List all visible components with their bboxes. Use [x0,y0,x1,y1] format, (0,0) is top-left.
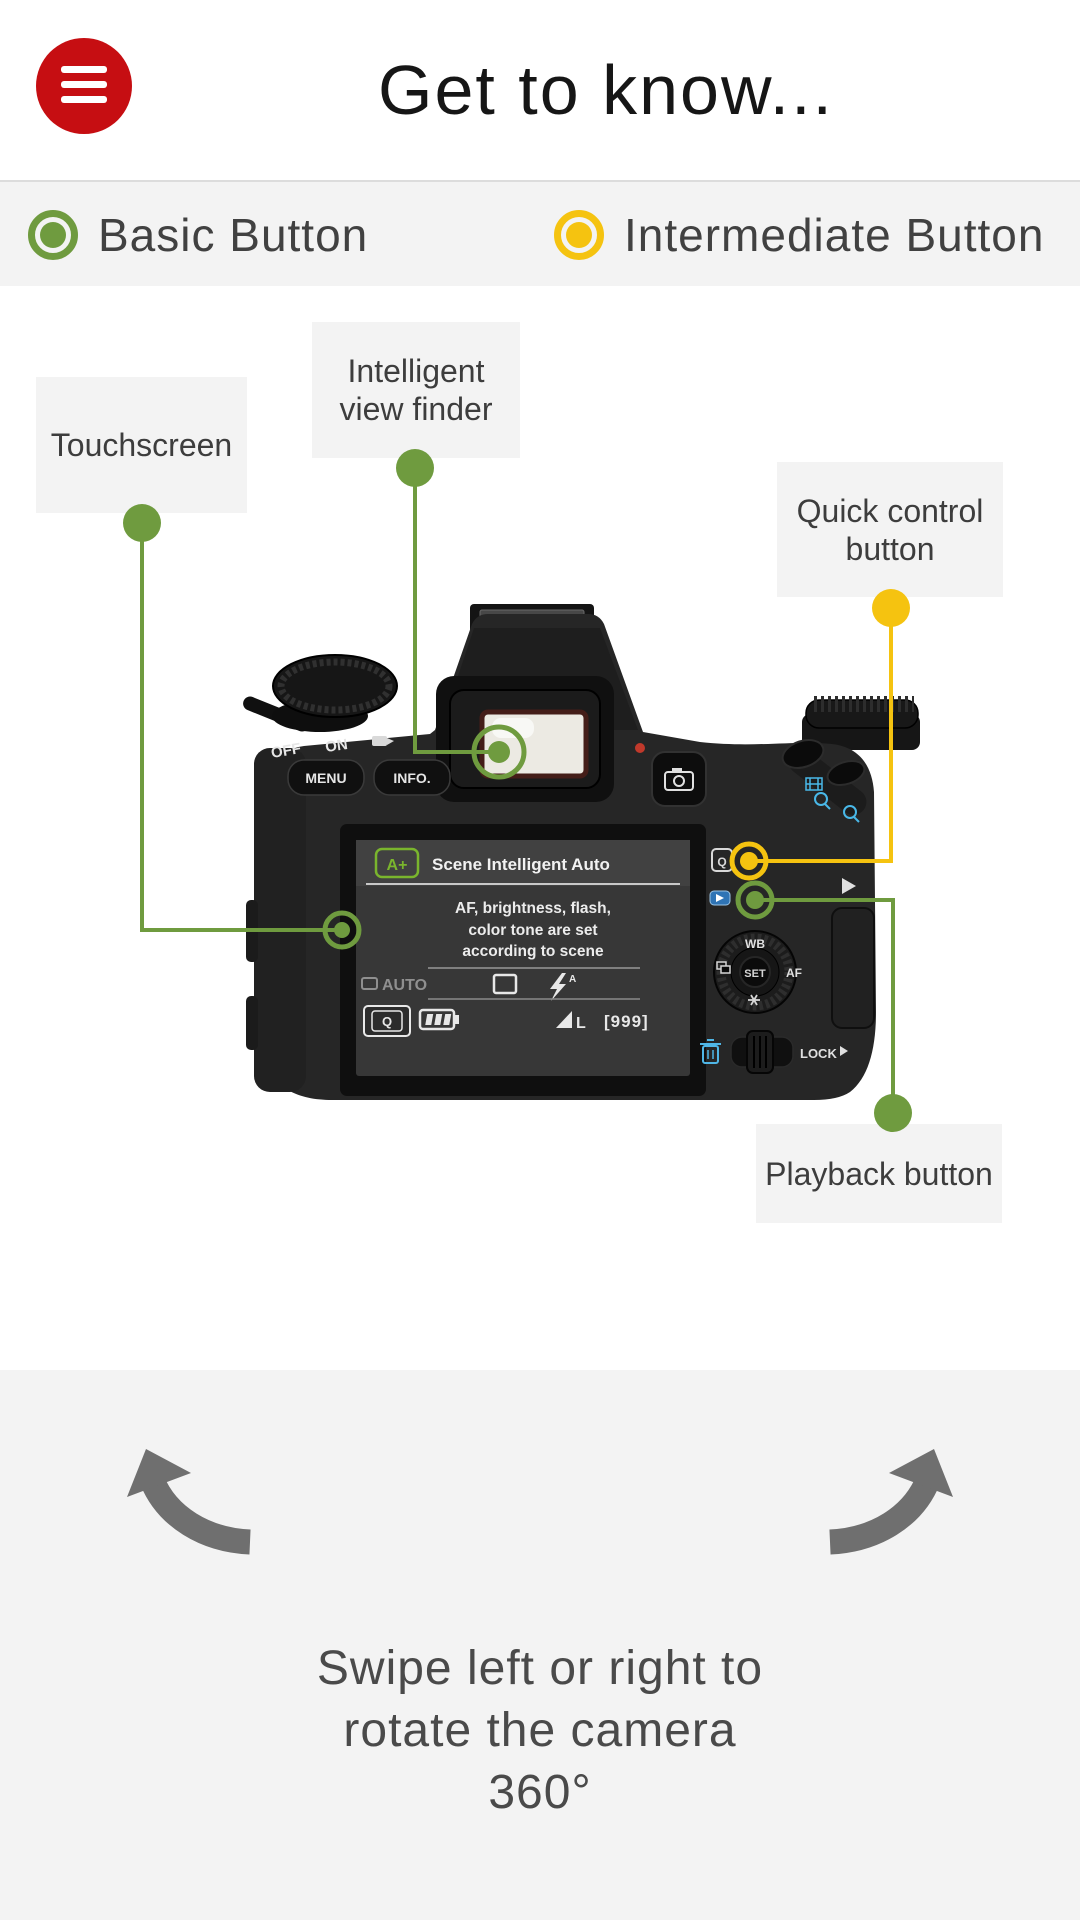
legend-bar: Basic Button Intermediate Button [0,180,1080,286]
svg-text:A: A [569,974,576,985]
lcd-mode-title: Scene Intelligent Auto [432,855,610,874]
on-label: ON [324,736,349,756]
af-area-icon [805,777,823,791]
power-switch-labels: OFF ON [270,736,394,762]
live-view-button [635,743,707,807]
svg-text:color tone are set: color tone are set [468,922,597,939]
control-dial[interactable]: SET WB AF [713,930,802,1014]
af-label: AF [786,966,802,980]
svg-text:A+: A+ [387,857,408,874]
viewfinder-dot[interactable] [396,449,434,487]
lock-label: LOCK [800,1046,837,1061]
menu-button[interactable] [36,38,132,134]
shots-remaining: [999] [604,1012,649,1031]
set-button[interactable] [739,956,771,988]
image-quality-icon: L [556,1011,586,1032]
callout-lines [140,468,895,1113]
quick-control-line [749,608,893,863]
viewfinder-line [413,468,499,754]
lock-switch[interactable] [730,1030,794,1074]
battery-icon [418,1008,459,1031]
swipe-arrows [127,1430,1080,1690]
callout-label-viewfinder: Intelligent view finder [312,322,520,458]
card-door [831,907,875,1029]
lock-arrow-icon [840,1046,848,1056]
swipe-instruction: Swipe left or right to rotate the camera… [0,1638,1080,1824]
mode-dial [243,654,398,732]
viewfinder-ring[interactable] [471,724,527,780]
auto-mode-label: AUTO [361,977,427,994]
touchscreen-dot[interactable] [123,504,161,542]
delete-button[interactable] [700,1039,721,1064]
legend-item-intermediate: Intermediate Button [554,182,1044,288]
svg-text:Q: Q [717,855,726,869]
swipe-left-arrow-icon [127,1449,251,1555]
hamburger-icon [61,66,107,73]
callout-label-playback: Playback button [756,1124,1002,1223]
drive-icon [716,961,731,974]
callout-label-quick-control: Quick control button [777,462,1003,597]
svg-text:AUTO: AUTO [382,977,427,994]
lcd-screen[interactable]: A+ Scene Intelligent Auto AF, brightness… [340,824,706,1096]
page-title: Get to know... [378,51,834,129]
swipe-instruction-line2: rotate the camera [343,1704,737,1757]
zoom-out-icon [843,805,860,823]
flash-auto-icon: A [550,973,576,1001]
camera-menu-button [287,759,365,796]
playback-dot[interactable] [874,1094,912,1132]
camera-menu-label: MENU [305,770,346,786]
svg-text:AF, brightness, flash,: AF, brightness, flash, [455,900,611,917]
camera-illustration-svg: OFF ON MENU INFO. [123,449,920,1132]
zoom-in-icon [814,792,831,810]
playback-button[interactable] [709,890,731,906]
set-label: SET [744,968,766,980]
touchscreen-line [140,523,342,932]
legend-intermediate-label: Intermediate Button [624,209,1045,261]
viewfinder-eyepiece [436,676,614,802]
swipe-right-arrow-icon [830,1449,953,1542]
flip-screen-hinge [246,748,306,1092]
playback-ring[interactable] [735,880,775,920]
quick-control-ring[interactable] [729,841,769,881]
scene-auto-icon: A+ [374,847,420,879]
movie-mode-icon [372,736,394,746]
swipe-instruction-line3: 360° [488,1766,592,1819]
lock-label-group: LOCK [800,1046,848,1061]
picture-style-icon [748,994,760,1006]
callout-markers [123,449,912,1132]
camera-info-button [373,759,451,796]
lcd-description: AF, brightness, flash, color tone are se… [455,900,611,960]
footer-panel: Swipe left or right to rotate the camera… [0,1370,1080,1920]
swipe-instruction-line1: Swipe left or right to [316,1642,764,1695]
off-label: OFF [270,740,302,762]
intermediate-button-icon [554,210,604,260]
access-lamp-marker [842,878,856,894]
drive-mode-icon [492,973,518,995]
svg-text:according to scene: according to scene [462,943,604,960]
legend-basic-label: Basic Button [98,209,369,261]
quick-control-dot[interactable] [872,589,910,627]
svg-text:Q: Q [382,1014,392,1029]
wb-label: WB [745,937,765,951]
header: Get to know... [0,0,1080,180]
legend-item-basic: Basic Button [28,182,368,288]
camera-body: OFF ON MENU INFO. [243,604,920,1100]
svg-text:L: L [576,1015,586,1032]
camera-360-viewer[interactable]: Touchscreen Intelligent view finder Quic… [0,286,1080,1370]
callout-label-touchscreen: Touchscreen [36,377,247,513]
lcd-q-button[interactable]: Q [363,1005,411,1037]
camera-info-label: INFO. [393,770,430,786]
record-red-dot [635,743,645,753]
basic-button-icon [28,210,78,260]
playback-line [755,898,895,1113]
touchscreen-ring[interactable] [322,910,362,950]
menu-info-buttons: MENU INFO. [287,759,451,796]
af-zoom-buttons [781,739,866,823]
